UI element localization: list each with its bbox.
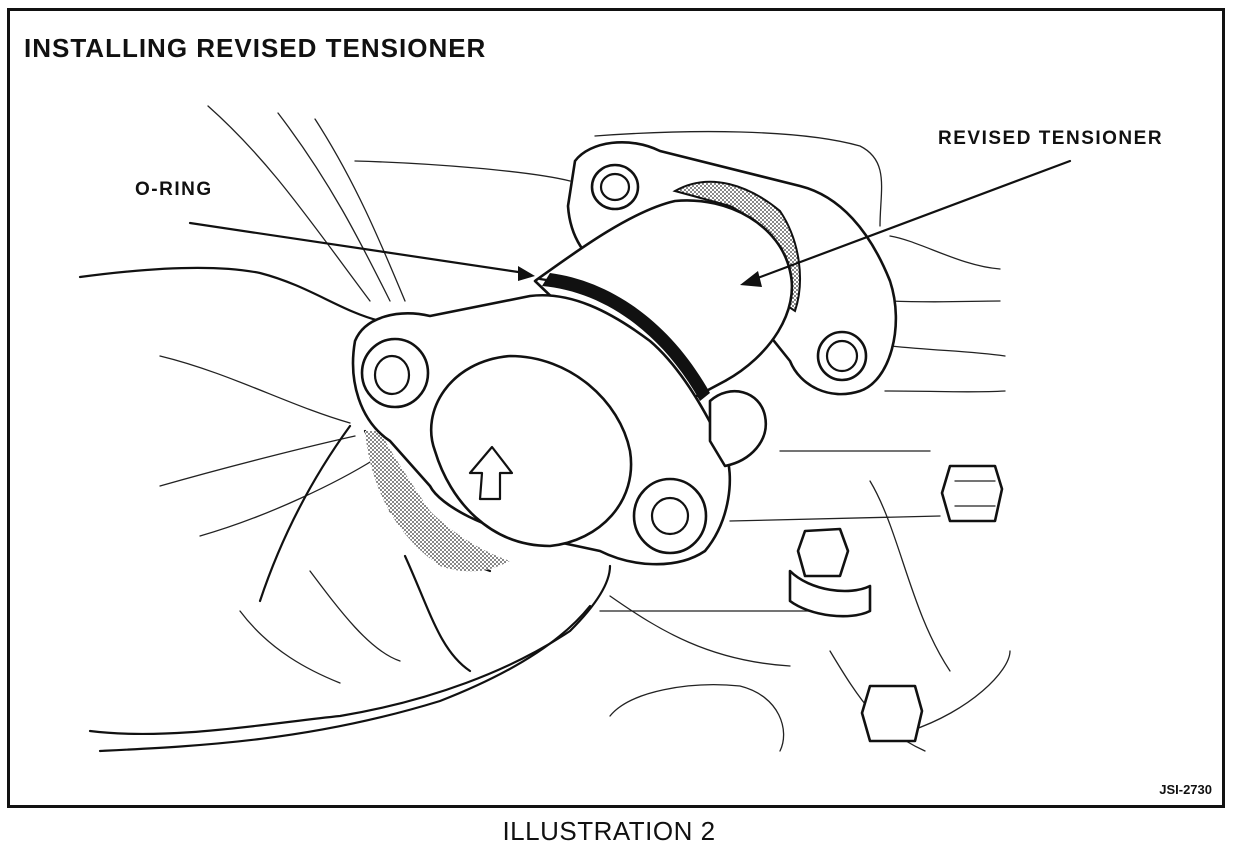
bolt-middle xyxy=(796,527,850,578)
figure-id: JSI-2730 xyxy=(1159,782,1212,797)
bolts xyxy=(788,464,1004,743)
revised-tensioner-label: REVISED TENSIONER xyxy=(938,128,1164,149)
hand-outline xyxy=(88,424,612,753)
leader-lines xyxy=(188,159,1072,287)
revised-tensioner-leader xyxy=(753,159,1072,281)
tensioner-drawing xyxy=(78,105,1072,753)
illustration-frame: INSTALLING REVISED TENSIONER O-RING REVI… xyxy=(7,8,1225,808)
o-ring-leader xyxy=(188,221,527,275)
bolt-upper xyxy=(940,464,1004,523)
bolt-lower xyxy=(860,684,924,743)
arrow-up-icon xyxy=(468,445,514,501)
tensioner-front-plate xyxy=(351,293,768,566)
figure-caption: ILLUSTRATION 2 xyxy=(502,816,716,846)
o-ring-label: O-RING xyxy=(135,179,213,200)
engine-background-lines xyxy=(78,105,1011,752)
diagram-title: INSTALLING REVISED TENSIONER xyxy=(24,33,487,63)
o-ring xyxy=(542,273,710,401)
